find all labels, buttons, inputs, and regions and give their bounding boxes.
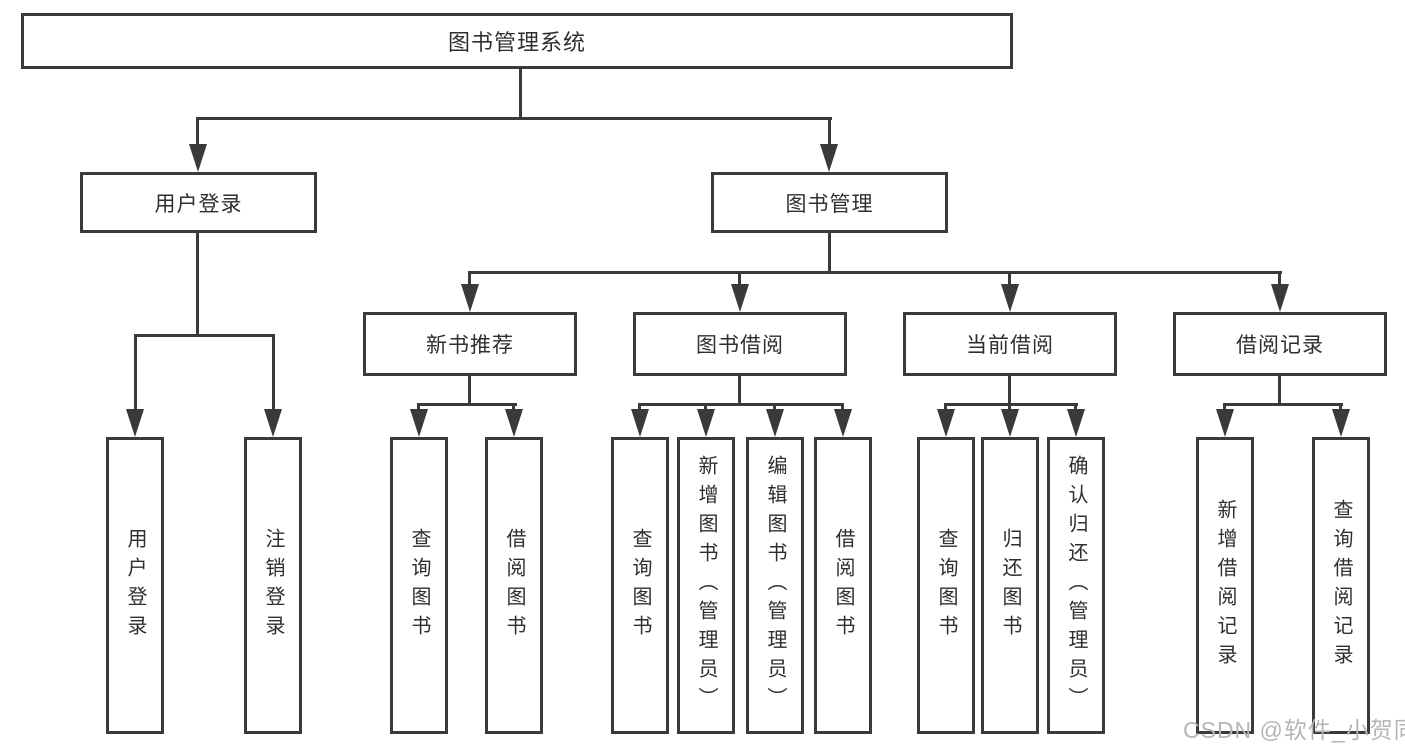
watermark-text: CSDN @软件_小贺同学 [1183, 717, 1405, 743]
connector-level3-bus [468, 271, 1282, 274]
connector-new-books-bus [417, 403, 517, 406]
leaf-add-borrow-record: 新增借阅记录 [1196, 437, 1254, 734]
leaf-query-books-borrow-label: 查询图书 [629, 527, 651, 644]
node-book-borrowing: 图书借阅 [633, 312, 847, 376]
arrowhead-bb-query [631, 409, 649, 437]
arrowhead-user-login [189, 144, 207, 172]
leaf-add-borrow-record-label: 新增借阅记录 [1214, 498, 1236, 673]
arrowhead-br-add [1216, 409, 1234, 437]
leaf-edit-books-admin: 编辑图书（管理员） [746, 437, 804, 734]
connector-drop-book-borrow [738, 271, 741, 288]
leaf-user-login-label: 用户登录 [124, 527, 146, 644]
arrowhead-cb-query [937, 409, 955, 437]
leaf-logout: 注销登录 [244, 437, 302, 734]
arrowhead-new-books [461, 284, 479, 312]
leaf-confirm-return-admin: 确认归还（管理员） [1047, 437, 1105, 734]
connector-drop-book-mgmt [828, 117, 831, 148]
node-borrowing-records-label: 借阅记录 [1236, 334, 1324, 357]
leaf-borrow-books-label: 借阅图书 [832, 527, 854, 644]
connector-new-books-stem [468, 376, 471, 406]
connector-borrow-records-bus [1223, 403, 1343, 406]
node-user-login-label: 用户登录 [154, 192, 243, 216]
arrowhead-bb-borrow [834, 409, 852, 437]
connector-borrow-records-stem [1278, 376, 1281, 406]
leaf-query-books-new: 查询图书 [390, 437, 448, 734]
connector-root-stem [519, 68, 522, 120]
leaf-logout-label: 注销登录 [262, 527, 284, 644]
arrowhead-book-mgmt [820, 144, 838, 172]
arrowhead-leaf-logout [264, 409, 282, 437]
leaf-confirm-return-admin-label: 确认归还（管理员） [1065, 455, 1087, 716]
connector-drop-leaf-user-login [134, 334, 137, 413]
leaf-query-books-new-label: 查询图书 [408, 527, 430, 644]
connector-user-login-stem [196, 233, 199, 337]
arrowhead-bb-edit [766, 409, 784, 437]
connector-drop-current-borrow [1008, 271, 1011, 288]
leaf-query-books-borrow: 查询图书 [611, 437, 669, 734]
connector-user-login-bus [134, 334, 275, 337]
leaf-query-books-current-label: 查询图书 [935, 527, 957, 644]
leaf-add-books-admin: 新增图书（管理员） [677, 437, 735, 734]
arrowhead-book-borrow [731, 284, 749, 312]
arrowhead-nb-query [410, 409, 428, 437]
connector-book-borrow-bus [638, 403, 844, 406]
leaf-borrow-books: 借阅图书 [814, 437, 872, 734]
arrowhead-bb-add [697, 409, 715, 437]
node-root: 图书管理系统 [21, 13, 1013, 69]
node-borrowing-records: 借阅记录 [1173, 312, 1387, 376]
connector-book-mgmt-stem [828, 233, 831, 274]
leaf-query-borrow-record: 查询借阅记录 [1312, 437, 1370, 734]
node-root-label: 图书管理系统 [447, 30, 586, 55]
node-book-management-label: 图书管理 [785, 192, 874, 216]
connector-level2-bus [196, 117, 832, 120]
connector-drop-borrow-records [1278, 271, 1281, 288]
node-new-books: 新书推荐 [363, 312, 577, 376]
node-user-login: 用户登录 [80, 172, 317, 233]
arrowhead-leaf-user-login [126, 409, 144, 437]
arrowhead-nb-borrow [505, 409, 523, 437]
connector-book-borrow-stem [738, 376, 741, 406]
node-book-borrowing-label: 图书借阅 [696, 334, 784, 357]
node-book-management: 图书管理 [711, 172, 948, 233]
leaf-return-books-label: 归还图书 [999, 527, 1021, 644]
connector-current-borrow-stem [1008, 376, 1011, 406]
node-current-borrowing-label: 当前借阅 [966, 334, 1054, 357]
connector-current-borrow-bus [944, 403, 1078, 406]
connector-drop-new-books [468, 271, 471, 288]
leaf-query-borrow-record-label: 查询借阅记录 [1330, 498, 1352, 673]
leaf-user-login: 用户登录 [106, 437, 164, 734]
connector-drop-leaf-logout [272, 334, 275, 413]
arrowhead-br-query [1332, 409, 1350, 437]
leaf-borrow-books-new: 借阅图书 [485, 437, 543, 734]
arrowhead-cb-return [1001, 409, 1019, 437]
node-new-books-label: 新书推荐 [426, 334, 514, 357]
leaf-add-books-admin-label: 新增图书（管理员） [695, 455, 717, 716]
node-current-borrowing: 当前借阅 [903, 312, 1117, 376]
leaf-edit-books-admin-label: 编辑图书（管理员） [764, 455, 786, 716]
leaf-borrow-books-new-label: 借阅图书 [503, 527, 525, 644]
leaf-return-books: 归还图书 [981, 437, 1039, 734]
leaf-query-books-current: 查询图书 [917, 437, 975, 734]
arrowhead-cb-confirm [1067, 409, 1085, 437]
arrowhead-current-borrow [1001, 284, 1019, 312]
connector-drop-user-login [196, 117, 199, 148]
arrowhead-borrow-records [1271, 284, 1289, 312]
